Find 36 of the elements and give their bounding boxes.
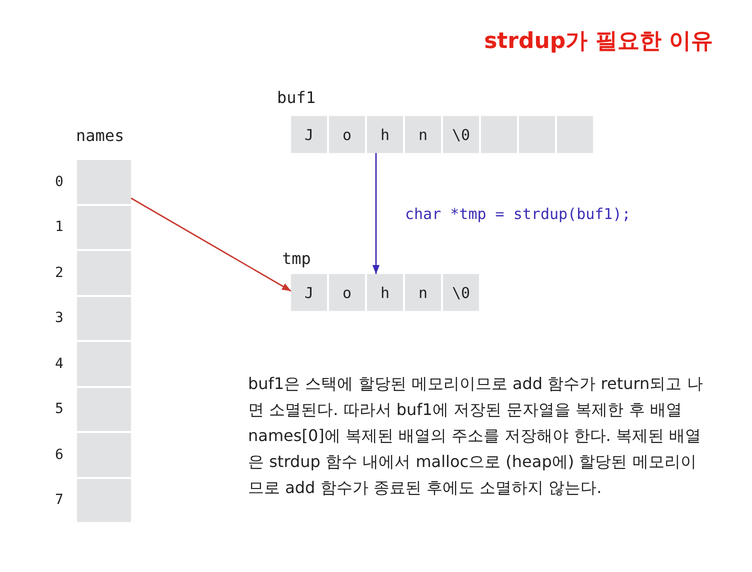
array-cell: n bbox=[405, 116, 441, 153]
array-cell bbox=[77, 160, 131, 204]
array-cell: n bbox=[405, 274, 441, 311]
array-cell: J bbox=[291, 274, 327, 311]
array-label: names bbox=[76, 126, 124, 146]
index-label: 4 bbox=[55, 354, 64, 373]
description-text: buf1은 스택에 할당된 메모리이므로 add 함수가 return되고 나면 소멸된다. 따라서 buf1에 저장된 문자열을 복제한 후 배열 names[0]에 복제된 배열의 주소를 저장해야 한다. 복제된 배열은 strdup 함수 내에서 malloc으로 (heap에) 할당된 메모리이므로 add 함수가 종료된 후에도 소멸하지 않는다. bbox=[248, 373, 704, 499]
array-label: tmp bbox=[282, 249, 311, 269]
arrow bbox=[130, 198, 292, 292]
index-label: 2 bbox=[55, 264, 64, 282]
index-label: 5 bbox=[55, 400, 64, 418]
array-cell: o bbox=[329, 116, 365, 153]
array-cell: o bbox=[329, 274, 365, 311]
slide-title: strdup가 필요한 이유 bbox=[484, 28, 713, 56]
array-cell bbox=[519, 116, 555, 153]
array-cell bbox=[77, 296, 131, 340]
array-cell: \0 bbox=[443, 274, 479, 311]
index-label: 6 bbox=[55, 446, 64, 464]
array-cell bbox=[481, 116, 517, 153]
array-cell: \0 bbox=[443, 116, 479, 153]
array-cell bbox=[77, 206, 131, 249]
array-label: buf1 bbox=[277, 88, 316, 108]
array-cell bbox=[77, 433, 131, 476]
array-cell bbox=[77, 478, 131, 522]
arrow bbox=[372, 153, 380, 274]
array-cell bbox=[557, 116, 593, 153]
index-label: 0 bbox=[55, 172, 64, 191]
array-cell: J bbox=[291, 116, 327, 153]
array-cell bbox=[77, 388, 131, 431]
index-label: 7 bbox=[55, 491, 64, 510]
index-label: 1 bbox=[55, 218, 64, 236]
array-cell: h bbox=[367, 274, 403, 311]
array-cell bbox=[77, 342, 131, 386]
array-cell: h bbox=[367, 116, 403, 153]
array-cell bbox=[77, 251, 131, 294]
index-label: 3 bbox=[55, 309, 64, 328]
